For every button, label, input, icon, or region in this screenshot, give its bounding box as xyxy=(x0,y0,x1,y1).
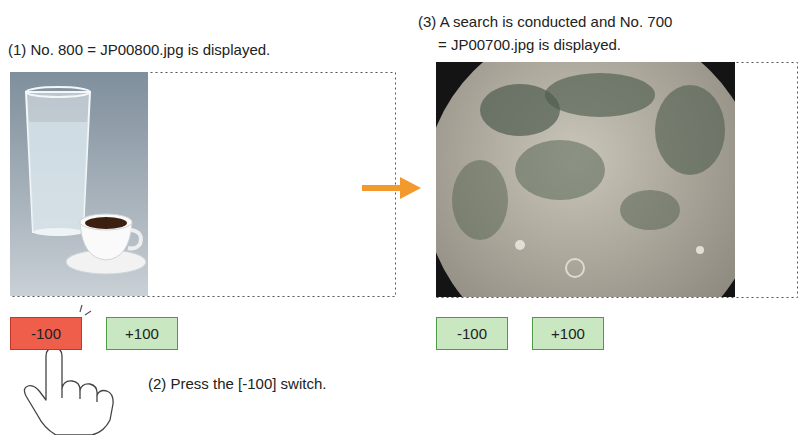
display-frame xyxy=(11,73,396,297)
switch-label: -100 xyxy=(31,325,61,342)
switch-label: +100 xyxy=(125,325,159,342)
step-caption: (1) No. 800 = JP00800.jpg is displayed. xyxy=(8,38,270,61)
switch-label: -100 xyxy=(457,325,487,342)
switch-button: +100 xyxy=(106,317,178,350)
transition-arrow xyxy=(362,177,421,199)
pressed-switch: -100 xyxy=(10,317,82,350)
step-caption: (2) Press the [-100] switch. xyxy=(148,372,326,395)
glass-coffee-photo xyxy=(10,72,148,296)
step-caption: (3) A search is conducted and No. 700 = … xyxy=(418,10,680,57)
switch-button: -100 xyxy=(436,317,508,350)
tap-marks xyxy=(80,305,91,315)
switch-button: +100 xyxy=(532,317,604,350)
pointing-hand xyxy=(24,348,113,435)
moon-photo xyxy=(436,62,735,297)
switch-label: +100 xyxy=(551,325,585,342)
